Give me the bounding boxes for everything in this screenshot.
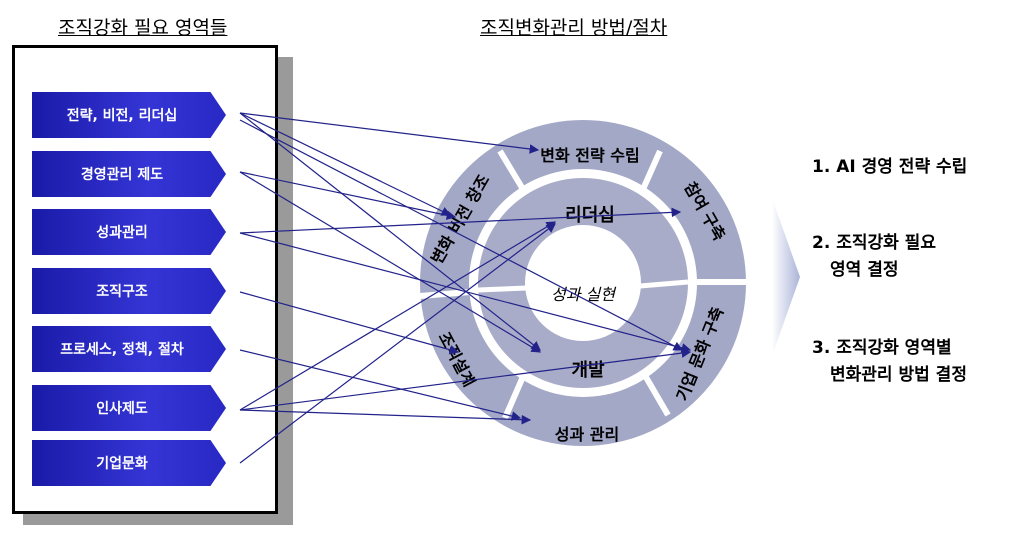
step-2: 2. 조직강화 필요 영역 결정 bbox=[812, 230, 936, 284]
step-2-line1: 2. 조직강화 필요 bbox=[812, 233, 936, 253]
center-label: 성과 실현 bbox=[551, 285, 617, 304]
step-3-line1: 3. 조직강화 영역별 bbox=[812, 338, 952, 358]
step-3: 3. 조직강화 영역별 변화관리 방법 결정 bbox=[812, 335, 967, 389]
area-strategy-vision-leadership: 전략, 비전, 리더십 bbox=[32, 92, 226, 138]
right-heading: 조직변화관리 방법/절차 bbox=[480, 17, 668, 39]
area-process-policy-procedure: 프로세스, 정책, 절차 bbox=[32, 326, 226, 372]
step-2-line2: 영역 결정 bbox=[830, 260, 899, 280]
inner-label-development: 개발 bbox=[571, 360, 605, 381]
center-circle bbox=[525, 225, 641, 341]
step-1: 1. AI 경영 전략 수립 bbox=[812, 154, 967, 181]
left-heading: 조직강화 필요 영역들 bbox=[58, 17, 228, 39]
chevron-arrow bbox=[772, 198, 800, 356]
area-management-system: 경영관리 제도 bbox=[32, 151, 226, 197]
area-performance-management: 성과관리 bbox=[32, 209, 226, 255]
step-3-line2: 변화관리 방법 결정 bbox=[830, 365, 967, 385]
area-organization-structure: 조직구조 bbox=[32, 268, 226, 314]
ring-label-performance: 성과 관리 bbox=[555, 425, 619, 444]
inner-separators bbox=[477, 279, 689, 293]
area-hr-system: 인사제도 bbox=[32, 385, 226, 431]
inner-label-leadership: 리더십 bbox=[565, 205, 615, 226]
ring-label-strategy: 변화 전략 수립 bbox=[540, 146, 639, 165]
ring-separators bbox=[419, 149, 750, 420]
step-1-line1: 1. AI 경영 전략 수립 bbox=[812, 157, 968, 177]
connector-arrows bbox=[239, 112, 692, 464]
area-corporate-culture: 기업문화 bbox=[32, 440, 226, 486]
